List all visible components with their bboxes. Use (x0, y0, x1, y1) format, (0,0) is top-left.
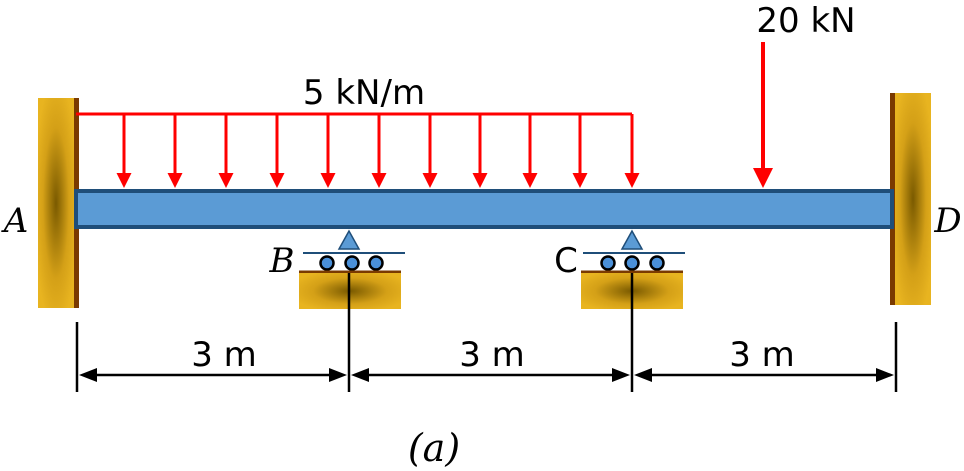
roller-icon (624, 255, 640, 271)
dimension-arrowhead (351, 368, 369, 382)
support-label-a: A (1, 201, 29, 241)
span-label-cd: 3 m (729, 335, 795, 375)
roller-icon (600, 255, 616, 271)
fixed-support-a (38, 98, 79, 308)
wall-icon (38, 98, 74, 308)
dimension-arrowhead (329, 368, 347, 382)
dimension-arrowhead (612, 368, 630, 382)
support-label-d: D (933, 201, 961, 241)
roller-icon (368, 255, 384, 271)
support-label-c: C (554, 241, 578, 281)
roller-icon (344, 255, 360, 271)
roller-support-b (299, 229, 405, 309)
dimension-arrowhead (79, 368, 97, 382)
fixed-support-d (890, 93, 931, 305)
dimension-arrowhead (634, 368, 652, 382)
support-label-b: B (269, 241, 295, 281)
dimension-lines (75, 273, 898, 392)
roller-triangle-icon (620, 229, 644, 250)
roller-icon (649, 255, 665, 271)
span-label-bc: 3 m (459, 335, 525, 375)
dimension-arrowhead (876, 368, 894, 382)
distributed-load-label: 5 kN/m (303, 73, 425, 113)
distributed-load (76, 112, 640, 188)
point-load-label: 20 kN (756, 1, 855, 41)
beam (74, 189, 894, 229)
roller-icon (319, 255, 335, 271)
wall-icon (895, 93, 931, 305)
roller-triangle-icon (337, 229, 361, 250)
span-label-ab: 3 m (191, 335, 257, 375)
figure-caption: (a) (408, 426, 460, 470)
